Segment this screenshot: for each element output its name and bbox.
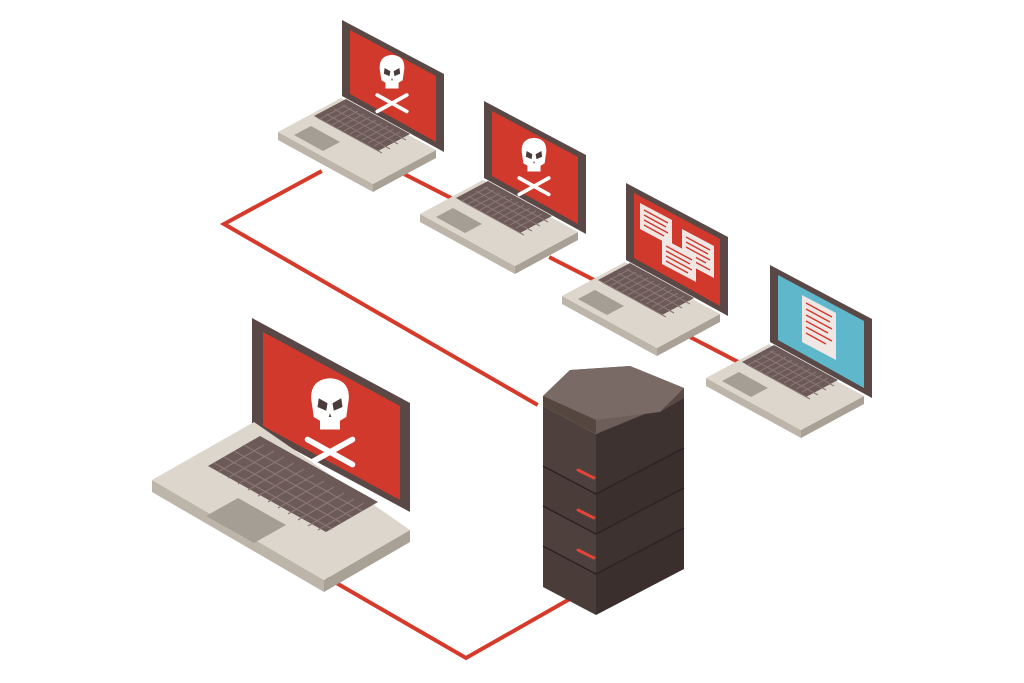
laptop-1-infected xyxy=(277,20,444,193)
popup-windows-icon xyxy=(640,203,714,282)
laptop-5-infected xyxy=(152,318,410,592)
laptop-3-compromised xyxy=(561,183,728,357)
server-led xyxy=(576,548,596,560)
server-led xyxy=(576,508,596,520)
cable-laptop1-to-server xyxy=(219,169,539,407)
laptop-4-clean xyxy=(705,265,872,439)
server-led xyxy=(576,468,596,480)
document-icon xyxy=(802,295,836,360)
laptop-2-infected xyxy=(419,101,586,275)
cable-laptop1-to-laptop2 xyxy=(403,172,458,203)
cable-laptop5-to-server xyxy=(323,574,571,661)
network-cables xyxy=(219,169,749,661)
server-icon xyxy=(542,366,685,615)
